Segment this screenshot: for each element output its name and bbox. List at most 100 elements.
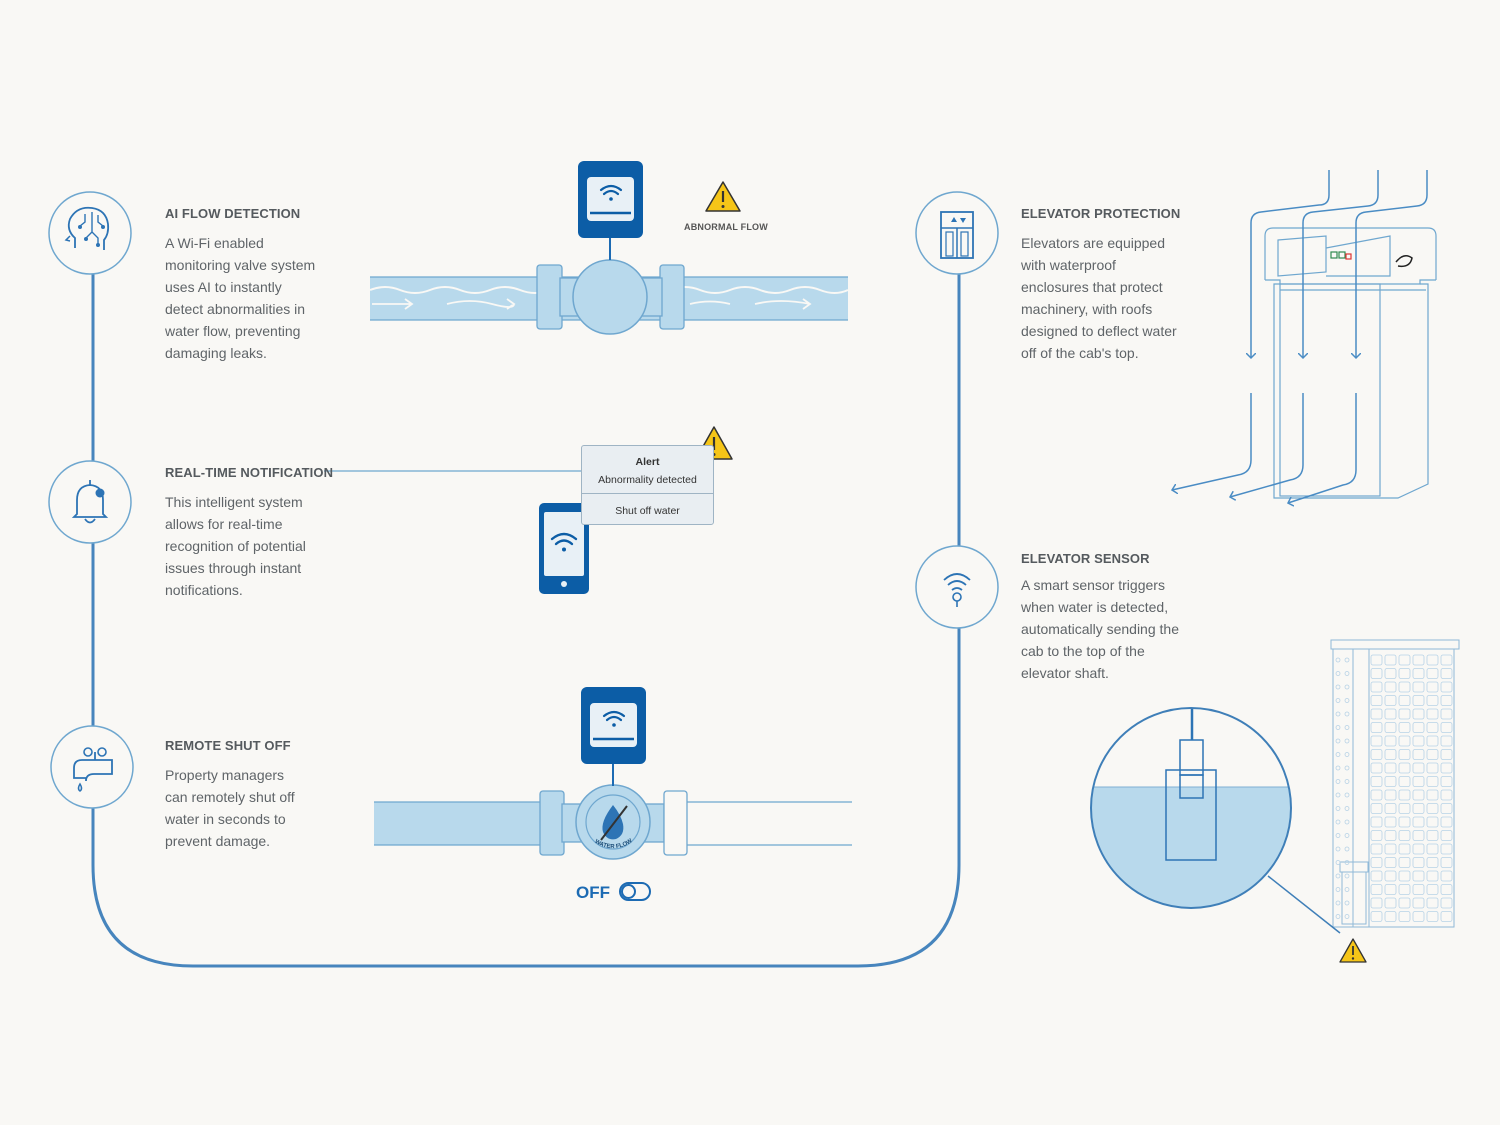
shaft-window [1370,870,1383,882]
shaft-dot [1335,711,1341,717]
desc-line: recognition of potential [165,538,306,554]
shaft-window [1398,722,1411,733]
shaft-window [1384,735,1397,747]
shaft-window [1398,668,1411,679]
shaft-window [1370,654,1383,666]
connector-line [91,270,961,968]
shaft-window [1370,789,1383,801]
shaft-window [1426,803,1439,814]
shaft-window [1426,708,1439,720]
shaft-window [1412,816,1425,828]
shaft-dot [1344,806,1350,811]
shaft-dot [1335,725,1341,730]
shaft-window [1440,735,1453,747]
shutoff-pipe [374,762,852,860]
shaft-window [1440,789,1453,801]
shaft-dot [1335,819,1341,825]
shut-off-water-button[interactable]: Shut off water [615,505,680,517]
shaft-window [1412,843,1425,855]
shaft-window [1398,843,1411,855]
shaft-window [1426,776,1439,787]
shaft-window [1440,708,1453,720]
shaft-window [1412,803,1425,814]
desc-line: water flow, preventing [165,323,301,339]
shaft-window [1384,749,1397,760]
water-toggle-switch[interactable] [619,882,651,901]
shaft-dot [1344,833,1350,838]
desc-line: detect abnormalities in [165,301,306,317]
desc-line: off of the cab's top. [1021,345,1139,361]
shaft-window [1398,897,1411,909]
shaft-dot [1335,765,1341,771]
shaft-window [1426,843,1439,855]
shaft-window [1370,816,1383,828]
desc-line: allows for real-time [165,516,283,532]
shaft-window [1412,884,1425,895]
shaft-window [1370,695,1383,706]
shaft-dot [1344,725,1350,730]
wifi-icon [550,532,578,552]
shaft-window [1440,884,1453,895]
shaft-window [1370,911,1383,922]
shaft-window [1426,884,1439,895]
desc-line: issues through instant [165,560,302,576]
elevator-protection-title: ELEVATOR PROTECTION [1021,206,1181,221]
shaft-window [1370,749,1383,760]
shaft-window [1426,911,1439,922]
shaft-dot [1335,657,1341,663]
shaft-window [1412,789,1425,801]
shaft-window [1384,722,1397,733]
desc-line: notifications. [165,582,243,598]
shaft-window [1398,816,1411,828]
shaft-dot [1344,698,1350,703]
shaft-dot [1335,900,1341,906]
shaft-window [1370,776,1383,787]
deflect-arrows [1172,170,1428,503]
ai-head-icon [48,191,132,275]
shaft-window [1384,708,1397,720]
shaft-window [1426,870,1439,882]
shaft-window [1398,681,1411,693]
shaft-window [1426,735,1439,747]
shaft-window [1398,776,1411,787]
shaft-window [1440,830,1453,841]
desc-line: prevent damage. [165,833,271,849]
shaft-window [1426,668,1439,679]
shaft-window [1398,695,1411,706]
shaft-dot [1344,779,1350,784]
shaft-window [1398,654,1411,666]
shaft-dot [1335,860,1341,865]
shaft-dot [1335,738,1341,744]
shaft-window [1384,789,1397,801]
shaft-window [1384,897,1397,909]
shaft-window [1398,789,1411,801]
shaft-window [1384,911,1397,922]
shaft-window [1440,749,1453,760]
shaft-window [1398,830,1411,841]
shaft-window [1412,749,1425,760]
desc-line: cab to the top of the [1021,643,1145,659]
shaft-window [1412,897,1425,909]
notification-description: This intelligent system allows for real-… [165,491,306,601]
desc-line: Elevators are equipped [1021,235,1165,251]
shaft-window [1440,857,1453,868]
shaft-window [1398,884,1411,895]
desc-line: automatically sending the [1021,621,1179,637]
toggle-knob [621,884,636,899]
shaft-dot [1335,671,1341,676]
shaft-window [1398,735,1411,747]
shaft-window [1426,749,1439,760]
shaft-window [1440,816,1453,828]
shaft-window [1426,816,1439,828]
elevator-icon [915,191,999,275]
shaft-window [1426,695,1439,706]
shaft-window [1412,911,1425,922]
shaft-dot [1344,792,1350,798]
sensor-icon [915,545,999,629]
shaft-window [1370,722,1383,733]
shaft-dot [1335,873,1341,879]
shaft-dot [1344,752,1350,757]
alert-title: Alert [635,456,660,468]
wifi-controller-top [578,161,643,238]
